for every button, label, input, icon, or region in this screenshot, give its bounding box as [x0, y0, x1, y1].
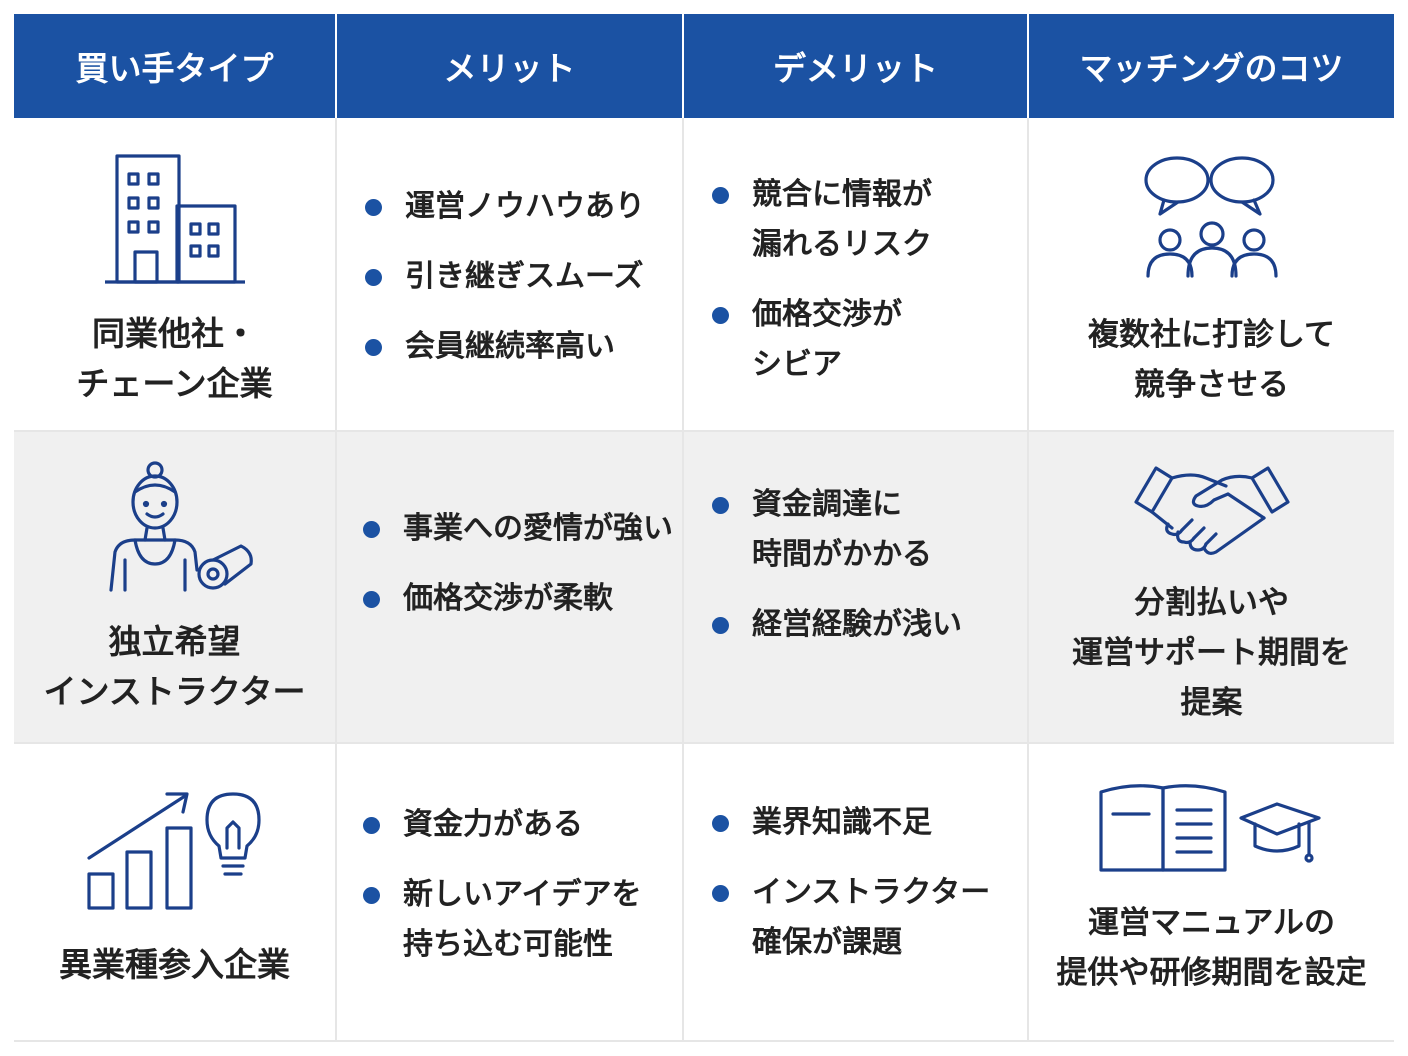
list-item: 業界知識不足	[712, 798, 1019, 848]
buyer-type-label: 独立希望 インストラクター	[43, 622, 306, 711]
list-item: 引き継ぎスムーズ	[365, 252, 674, 302]
tip-label: 複数社に打診して 競争させる	[1087, 317, 1336, 403]
demerits-cell: 競合に情報が 漏れるリスク 価格交渉が シビア	[684, 118, 1029, 432]
buyer-type-cell: 異業種参入企業	[14, 744, 337, 1042]
handshake-icon	[1132, 462, 1292, 558]
list-item: インストラクター 確保が課題	[712, 868, 1019, 968]
header-demerits: デメリット	[684, 14, 1029, 118]
buyer-type-cell: 独立希望 インストラクター	[14, 432, 337, 744]
tip-label: 分割払いや 運営サポート期間を 提案	[1072, 585, 1351, 721]
list-item: 事業への愛情が強い	[363, 504, 674, 554]
demerits-list: 競合に情報が 漏れるリスク 価格交渉が シビア	[712, 170, 1019, 390]
tip-cell: 複数社に打診して 競争させる	[1029, 118, 1394, 432]
merits-list: 資金力がある 新しいアイデアを 持ち込む可能性	[363, 800, 674, 970]
merits-cell: 運営ノウハウあり 引き継ぎスムーズ 会員継続率高い	[337, 118, 684, 432]
list-item: 資金力がある	[363, 800, 674, 850]
group-discussion-icon	[1142, 148, 1282, 288]
header-matching-tips: マッチングのコツ	[1029, 14, 1394, 118]
list-item: 会員継続率高い	[365, 322, 674, 372]
list-item: 資金調達に 時間がかかる	[712, 480, 1019, 580]
list-item: 競合に情報が 漏れるリスク	[712, 170, 1019, 270]
tip-label: 運営マニュアルの 提供や研修期間を設定	[1056, 905, 1367, 991]
merits-cell: 事業への愛情が強い 価格交渉が柔軟	[337, 432, 684, 744]
comparison-table: 買い手タイプ メリット デメリット マッチングのコツ 同業他社・ チェーン企業 …	[14, 14, 1394, 1042]
buyer-type-label: 異業種参入企業	[59, 945, 290, 984]
buyer-type-cell: 同業他社・ チェーン企業	[14, 118, 337, 432]
list-item: 経営経験が浅い	[712, 600, 1019, 650]
buyer-type-label: 同業他社・ チェーン企業	[76, 314, 273, 403]
merits-list: 運営ノウハウあり 引き継ぎスムーズ 会員継続率高い	[365, 182, 674, 372]
list-item: 新しいアイデアを 持ち込む可能性	[363, 870, 674, 970]
office-building-icon	[104, 152, 245, 287]
demerits-list: 資金調達に 時間がかかる 経営経験が浅い	[712, 480, 1019, 650]
header-merits: メリット	[337, 14, 684, 118]
tip-cell: 運営マニュアルの 提供や研修期間を設定	[1029, 744, 1394, 1042]
demerits-cell: 資金調達に 時間がかかる 経営経験が浅い	[684, 432, 1029, 744]
merits-cell: 資金力がある 新しいアイデアを 持ち込む可能性	[337, 744, 684, 1042]
tip-cell: 分割払いや 運営サポート期間を 提案	[1029, 432, 1394, 744]
demerits-list: 業界知識不足 インストラクター 確保が課題	[712, 798, 1019, 968]
merits-list: 事業への愛情が強い 価格交渉が柔軟	[363, 504, 674, 624]
demerits-cell: 業界知識不足 インストラクター 確保が課題	[684, 744, 1029, 1042]
book-graduation-cap-icon	[1097, 784, 1327, 876]
growth-chart-lightbulb-icon	[85, 788, 265, 912]
instructor-with-yoga-mat-icon	[95, 460, 255, 595]
list-item: 価格交渉が柔軟	[363, 574, 674, 624]
list-item: 運営ノウハウあり	[365, 182, 674, 232]
list-item: 価格交渉が シビア	[712, 290, 1019, 390]
header-buyer-type: 買い手タイプ	[14, 14, 337, 118]
